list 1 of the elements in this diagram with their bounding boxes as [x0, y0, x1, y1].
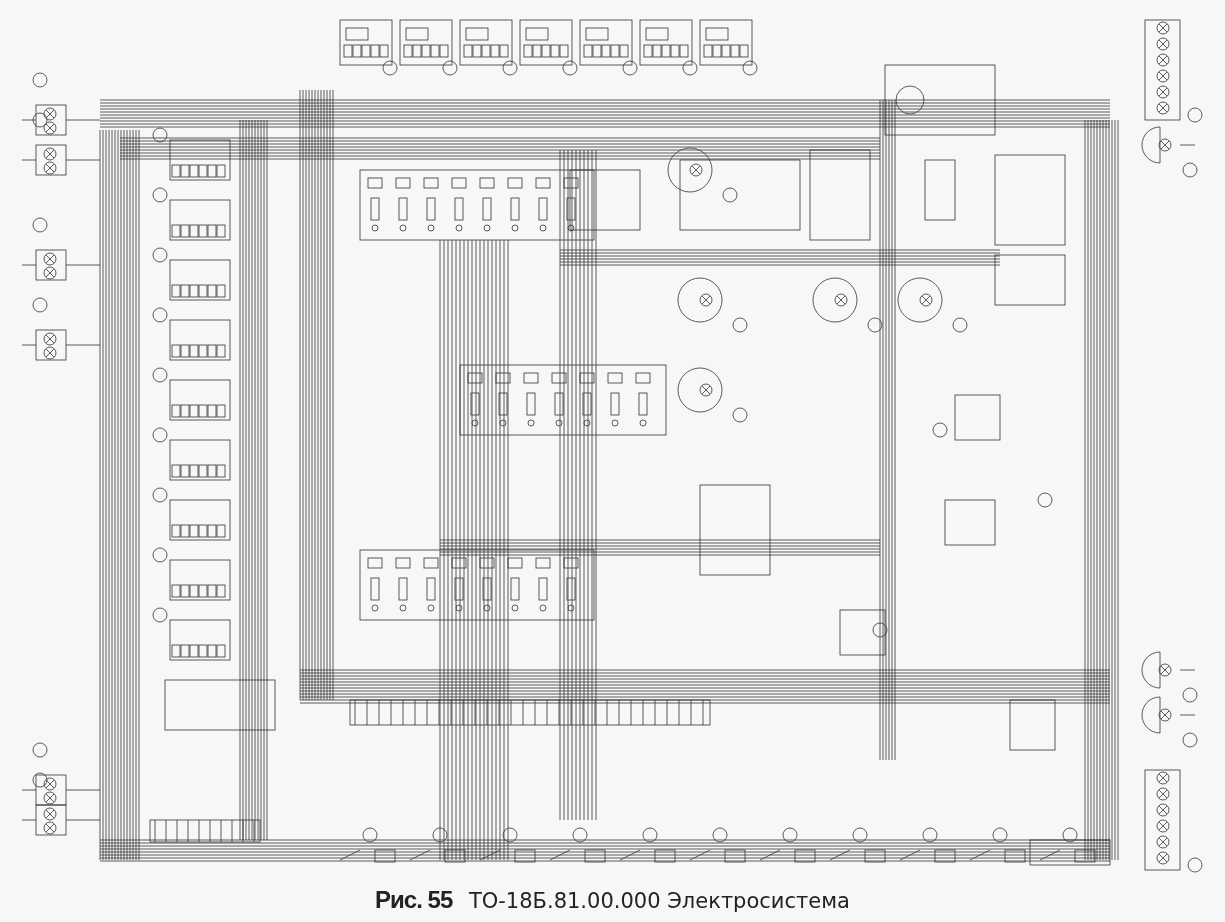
- figure-caption: Рис. 55 ТО-18Б.81.00.000 Электросистема: [375, 889, 850, 913]
